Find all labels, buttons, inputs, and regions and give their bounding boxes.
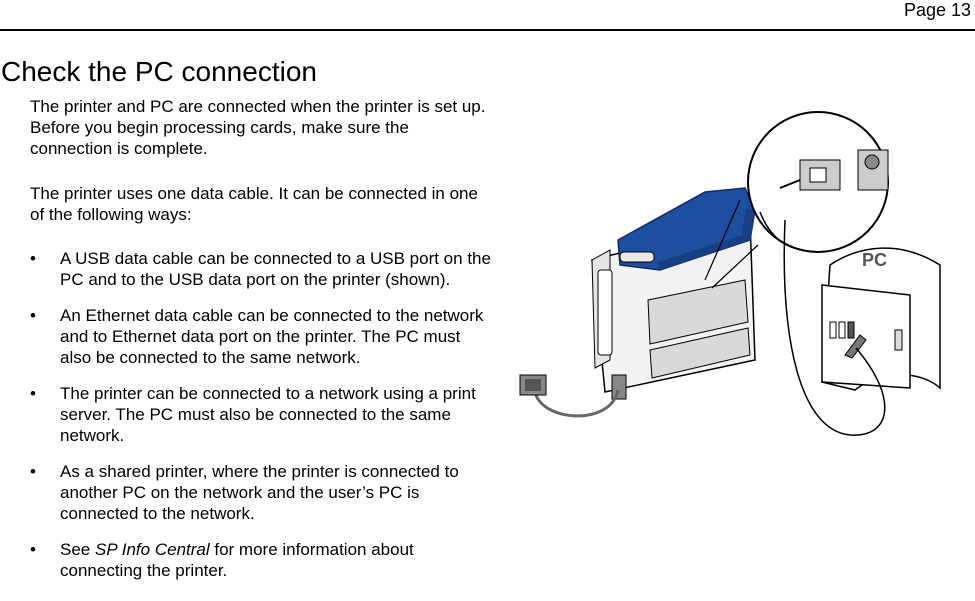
pc-tower: PC — [821, 247, 941, 391]
list-item: • A USB data cable can be connected to a… — [30, 248, 495, 290]
section-title: Check the PC connection — [1, 56, 317, 87]
bullet-marker: • — [30, 462, 36, 481]
sp-info-central-reference: SP Info Central — [94, 540, 210, 559]
port-detail-magnifier — [704, 111, 889, 289]
list-item-text: An Ethernet data cable can be connected … — [60, 306, 484, 367]
list-item-text: A USB data cable can be connected to a U… — [60, 249, 491, 289]
bullet-marker: • — [30, 306, 36, 325]
printer-pc-connection-illustration: PC — [519, 111, 941, 436]
bullet-marker: • — [30, 384, 36, 403]
intro-paragraph-2: The printer uses one data cable. It can … — [30, 184, 478, 224]
bullet-marker: • — [30, 249, 36, 268]
cables — [519, 219, 886, 436]
list-item: • The printer can be connected to a netw… — [30, 383, 495, 446]
card-printer — [591, 187, 756, 400]
list-item-text: The printer can be connected to a networ… — [60, 384, 476, 445]
connection-options-list: • A USB data cable can be connected to a… — [30, 248, 495, 581]
list-item: • As a shared printer, where the printer… — [30, 461, 495, 524]
page-number: Page 13 — [903, 0, 971, 20]
pc-label: PC — [862, 250, 887, 270]
list-item-text-after: for more information about connecting th… — [60, 540, 414, 580]
intro-paragraph-1: The printer and PC are connected when th… — [30, 97, 486, 158]
list-item-text: As a shared printer, where the printer i… — [60, 462, 459, 523]
list-item: • See SP Info Central for more informati… — [30, 539, 495, 581]
header-rule — [0, 29, 975, 31]
bullet-marker: • — [30, 540, 36, 559]
list-item: • An Ethernet data cable can be connecte… — [30, 305, 495, 368]
list-item-text-before: See — [60, 540, 95, 559]
